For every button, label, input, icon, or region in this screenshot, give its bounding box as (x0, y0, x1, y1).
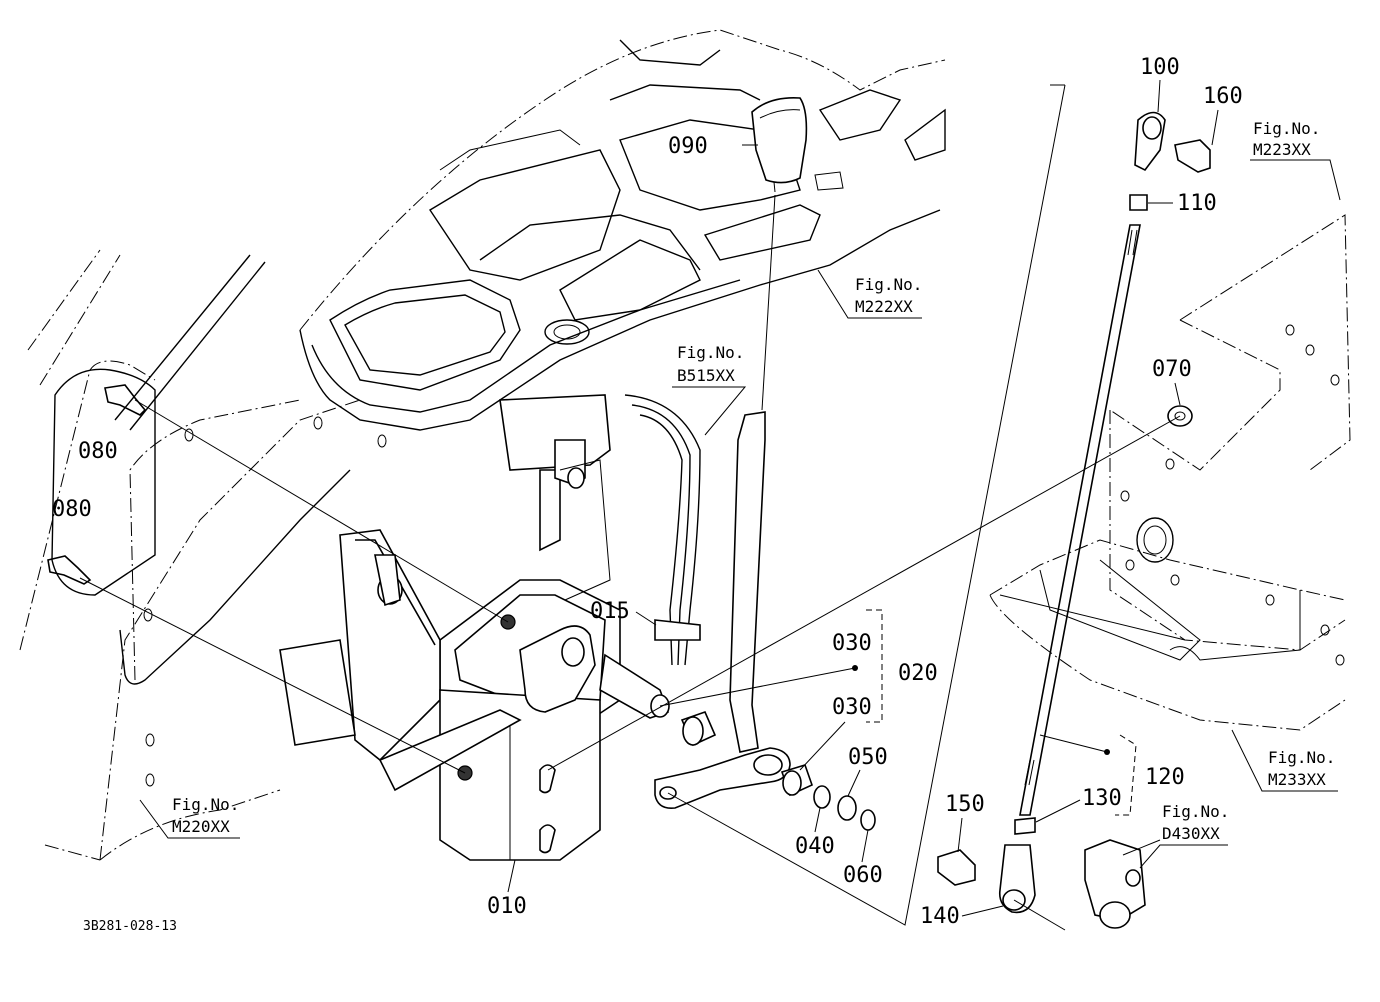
svg-text:D430XX: D430XX (1162, 824, 1220, 843)
svg-text:M220XX: M220XX (172, 817, 230, 836)
figref-m223: Fig.No. M223XX (1250, 119, 1341, 201)
bushings-washers (680, 711, 876, 831)
label-030-lower: 030 (832, 695, 872, 720)
dot-020 (852, 665, 858, 671)
svg-text:M233XX: M233XX (1268, 770, 1326, 789)
svg-text:M223XX: M223XX (1253, 140, 1311, 159)
svg-text:Fig.No.: Fig.No. (1268, 748, 1335, 767)
label-080-lower: 080 (52, 497, 92, 522)
figref-b515: Fig.No. B515XX (672, 343, 747, 436)
label-110: 110 (1177, 191, 1217, 216)
label-020: 020 (898, 661, 938, 686)
label-030-upper: 030 (832, 631, 872, 656)
main-bracket (279, 394, 670, 861)
diagram-code: 3B281-028-13 (83, 919, 177, 934)
label-070: 070 (1152, 357, 1192, 382)
shift-knob (751, 96, 808, 193)
left-panel (19, 249, 387, 861)
label-040: 040 (795, 834, 835, 859)
bolts-080 (47, 384, 147, 585)
figref-m222: Fig.No. M222XX (817, 269, 922, 319)
label-130: 130 (1082, 786, 1122, 811)
right-frame (989, 214, 1351, 929)
group-bracket-020 (866, 609, 883, 723)
svg-text:Fig.No.: Fig.No. (855, 275, 922, 294)
figref-m220: Fig.No. M220XX (139, 795, 240, 839)
label-060: 060 (843, 863, 883, 888)
assembly-lines (79, 84, 1186, 931)
control-rod (937, 111, 1211, 914)
console-panel (299, 29, 946, 431)
label-160: 160 (1203, 84, 1243, 109)
label-050: 050 (848, 745, 888, 770)
svg-text:B515XX: B515XX (677, 366, 735, 385)
label-080-upper: 080 (78, 439, 118, 464)
label-100: 100 (1140, 55, 1180, 80)
figref-d430: Fig.No. D430XX (1139, 802, 1229, 869)
label-010: 010 (487, 894, 527, 919)
figref-m233: Fig.No. M233XX (1231, 729, 1338, 792)
svg-text:M222XX: M222XX (855, 297, 913, 316)
label-120: 120 (1145, 765, 1185, 790)
svg-text:Fig.No.: Fig.No. (172, 795, 239, 814)
svg-text:Fig.No.: Fig.No. (1162, 802, 1229, 821)
svg-text:Fig.No.: Fig.No. (1253, 119, 1320, 138)
label-090: 090 (668, 134, 708, 159)
group-bracket-120 (1115, 734, 1137, 816)
shift-lever (654, 194, 791, 810)
label-150: 150 (945, 792, 985, 817)
wire-harness (624, 394, 701, 666)
label-015: 015 (590, 599, 630, 624)
svg-text:Fig.No.: Fig.No. (677, 343, 744, 362)
label-140: 140 (920, 904, 960, 929)
